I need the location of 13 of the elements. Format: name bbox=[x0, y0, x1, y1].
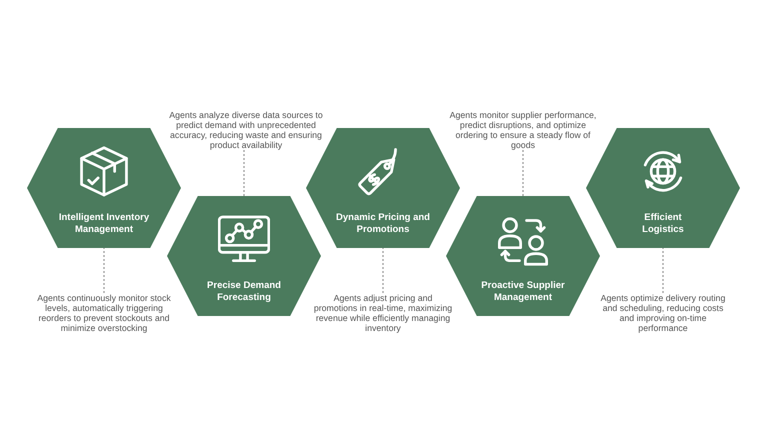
description-text: Agents optimize delivery routing and scheduling, reducing costs and improving on-time performance bbox=[600, 293, 726, 333]
hexagon-title: Dynamic Pricing and Promotions bbox=[336, 212, 430, 235]
hexagon-title: Proactive Supplier Management bbox=[481, 280, 565, 303]
description-text: Agents adjust pricing and promotions in real-time, maximizing revenue while efficiently managing inventory bbox=[314, 293, 452, 333]
leader-line bbox=[662, 248, 664, 294]
description-text: Agents continuously monitor stock levels, automatically triggering reorders to prevent stockouts and minimize overstocking bbox=[37, 293, 171, 333]
description-text: Agents analyze diverse data sources to predict demand with unprecedented accuracy, reducing waste and ensuring product availability bbox=[169, 110, 323, 150]
hexagon-title: Precise Demand Forecasting bbox=[207, 280, 281, 303]
hexagon-title: Efficient Logistics bbox=[642, 212, 684, 235]
leader-line bbox=[382, 248, 384, 294]
leader-line bbox=[522, 150, 524, 196]
hexagon-title: Intelligent Inventory Management bbox=[58, 212, 150, 235]
description-text: Agents monitor supplier performance, predict disruptions, and optimize ordering to ensure a steady flow of goods bbox=[450, 110, 596, 150]
